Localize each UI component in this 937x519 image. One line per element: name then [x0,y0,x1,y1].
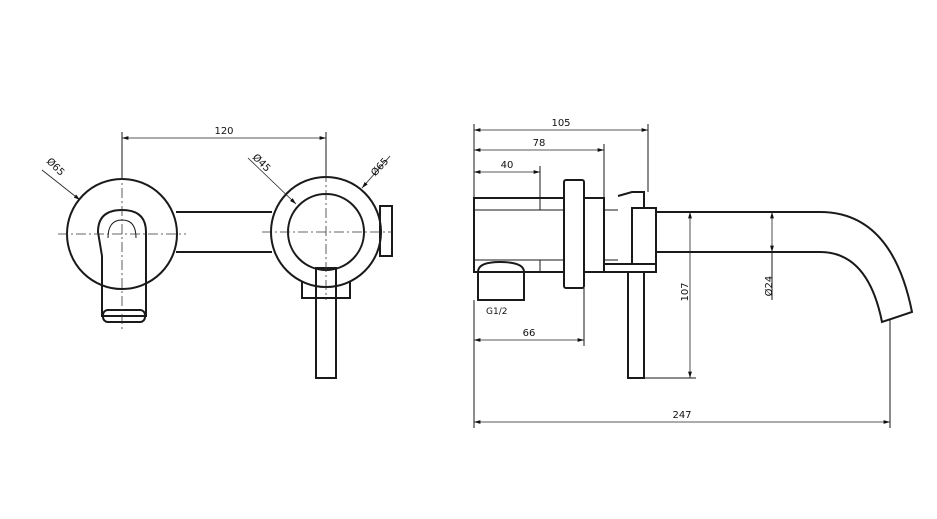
dim-depth-mid: 78 [533,138,546,149]
dim-spout-diameter: Ø24 [763,276,775,297]
dim-handle-body: Ø45 [250,151,273,174]
front-view: 120 Ø65 Ø45 Ø65 [41,126,393,379]
spout-front [96,208,147,317]
valve-body [473,197,565,273]
dim-height: 107 [680,282,691,301]
handle-housing [631,207,657,265]
dim-overall-length: 247 [672,410,691,421]
dim-rosette-left: Ø65 [44,155,67,178]
side-view: G1/2 105 78 40 66 [473,118,914,428]
side-lever [627,271,645,379]
dim-spacing: 120 [214,126,233,137]
spout-side [656,211,914,324]
thread-label: G1/2 [486,307,507,317]
rosette-tab [379,205,393,257]
connecting-plate [176,211,272,253]
inlet-connection [477,260,525,301]
dim-depth-inner: 40 [501,160,514,171]
side-rosette [563,179,585,289]
spout-aerator [102,309,146,323]
dim-inlet-depth: 66 [523,328,536,339]
dim-overall-depth: 105 [551,118,570,129]
